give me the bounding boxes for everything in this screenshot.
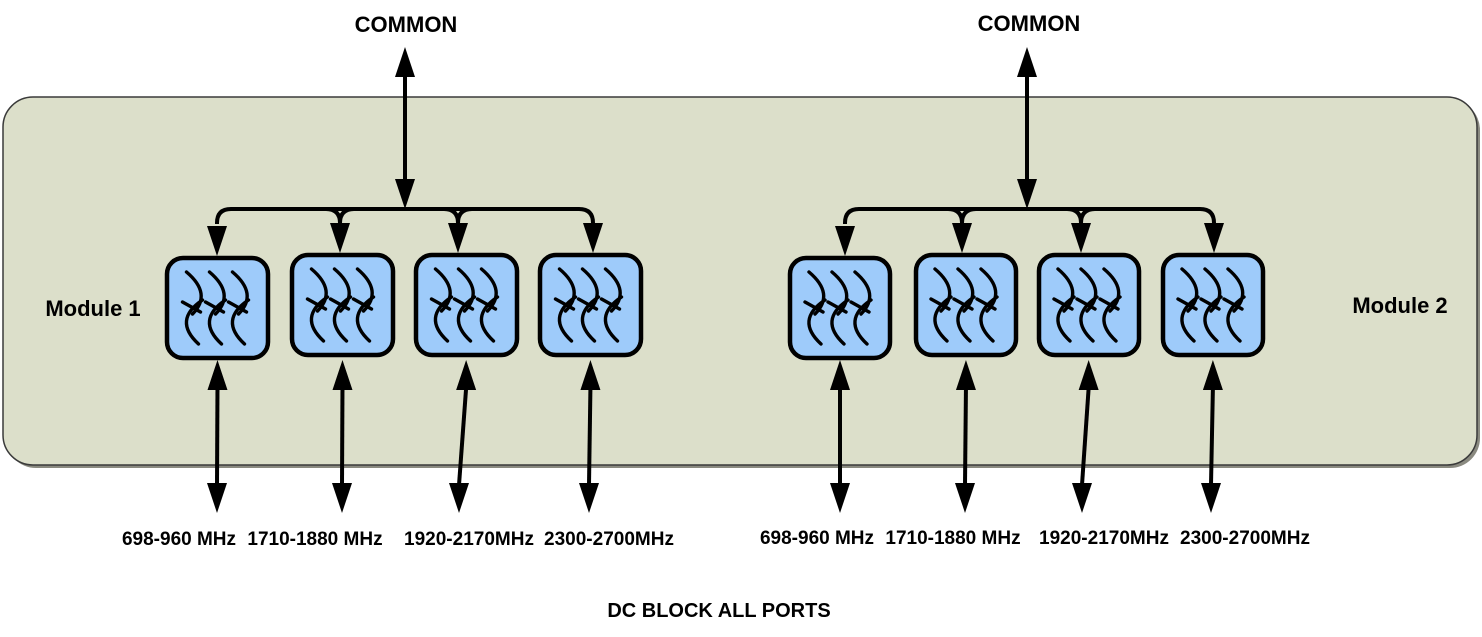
band-arrowhead-down (579, 483, 599, 513)
band-arrowhead-down (332, 483, 352, 513)
filter-input-arrowhead (1071, 223, 1091, 253)
filter-3 (1036, 223, 1142, 513)
band-arrowhead-up (207, 360, 228, 390)
module-1-label: Module 1 (45, 296, 140, 321)
common-arrowhead-up (1017, 47, 1037, 77)
band-arrowhead-down (207, 483, 227, 513)
band-arrowhead-up (830, 360, 850, 390)
band-arrowhead-up (456, 360, 477, 390)
band-port-arrow (207, 360, 228, 513)
filter-input-arrowhead (583, 223, 603, 253)
common-bus (215, 207, 595, 224)
module-2-band-label-1: 698-960 MHz (760, 528, 874, 549)
band-port-arrow (449, 360, 477, 513)
filter-2 (289, 223, 396, 513)
band-port-arrow (955, 360, 976, 513)
filter-1 (787, 226, 893, 513)
band-port-arrow (332, 360, 353, 513)
bandpass-filter-icon (803, 270, 873, 346)
band-arrowhead-down (449, 483, 469, 513)
module-1-band-label-1: 698-960 MHz (122, 529, 236, 550)
bandpass-filter-icon (180, 270, 251, 346)
module-1-common-label: COMMON (355, 12, 458, 37)
band-port-arrow (1201, 360, 1223, 513)
bandpass-filter-icon (1176, 267, 1246, 343)
module-2 (787, 47, 1266, 513)
filter-input-arrowhead (207, 226, 227, 256)
band-port-arrow (830, 360, 850, 513)
common-port-arrow (1017, 47, 1037, 209)
dc-block-note: DC BLOCK ALL PORTS (607, 600, 830, 622)
module-2-band-label-4: 2300-2700MHz (1180, 528, 1310, 549)
bandpass-filter-icon (1052, 267, 1122, 343)
filter-input-arrowhead (448, 223, 468, 253)
band-arrowhead-down (955, 483, 975, 513)
band-arrowhead-up (1078, 360, 1099, 390)
bandpass-filter-icon (929, 267, 999, 343)
enclosure-panel (2, 96, 1478, 466)
band-port-arrow (579, 360, 601, 513)
band-arrowhead-down (1201, 483, 1221, 513)
module-1-band-label-4: 2300-2700MHz (544, 529, 674, 550)
module-2-band-label-2: 1710-1880 MHz (885, 528, 1020, 549)
common-port-arrow (395, 47, 415, 209)
common-arrowhead-down (1017, 179, 1037, 209)
bandpass-filter-icon (553, 267, 624, 343)
band-port-arrow (1072, 360, 1099, 513)
module-1-band-label-3: 1920-2170MHz (404, 529, 534, 550)
module-2-common-label: COMMON (978, 11, 1081, 36)
module-2-band-label-3: 1920-2170MHz (1039, 528, 1169, 549)
module-1-band-label-2: 1710-1880 MHz (247, 529, 382, 550)
module-1 (164, 47, 644, 513)
filter-input-arrowhead (835, 226, 855, 256)
band-arrowhead-up (580, 360, 601, 390)
filter-3 (413, 223, 520, 513)
common-arrowhead-down (395, 179, 415, 209)
filter-input-arrowhead (952, 223, 972, 253)
band-arrowhead-down (1072, 483, 1092, 513)
band-arrowhead-up (332, 360, 353, 390)
filter-4 (537, 223, 644, 513)
band-arrowhead-up (1202, 360, 1223, 390)
band-arrowhead-up (955, 360, 976, 390)
bandpass-filter-icon (429, 267, 500, 343)
filter-1 (164, 226, 271, 513)
band-arrowhead-down (830, 483, 850, 513)
module-2-label: Module 2 (1352, 293, 1447, 318)
filter-2 (913, 223, 1019, 513)
common-arrowhead-up (395, 47, 415, 77)
filter-input-arrowhead (1204, 223, 1224, 253)
filter-4 (1160, 223, 1266, 513)
common-bus (843, 207, 1216, 224)
bandpass-filter-icon (305, 267, 376, 343)
filter-input-arrowhead (330, 223, 350, 253)
